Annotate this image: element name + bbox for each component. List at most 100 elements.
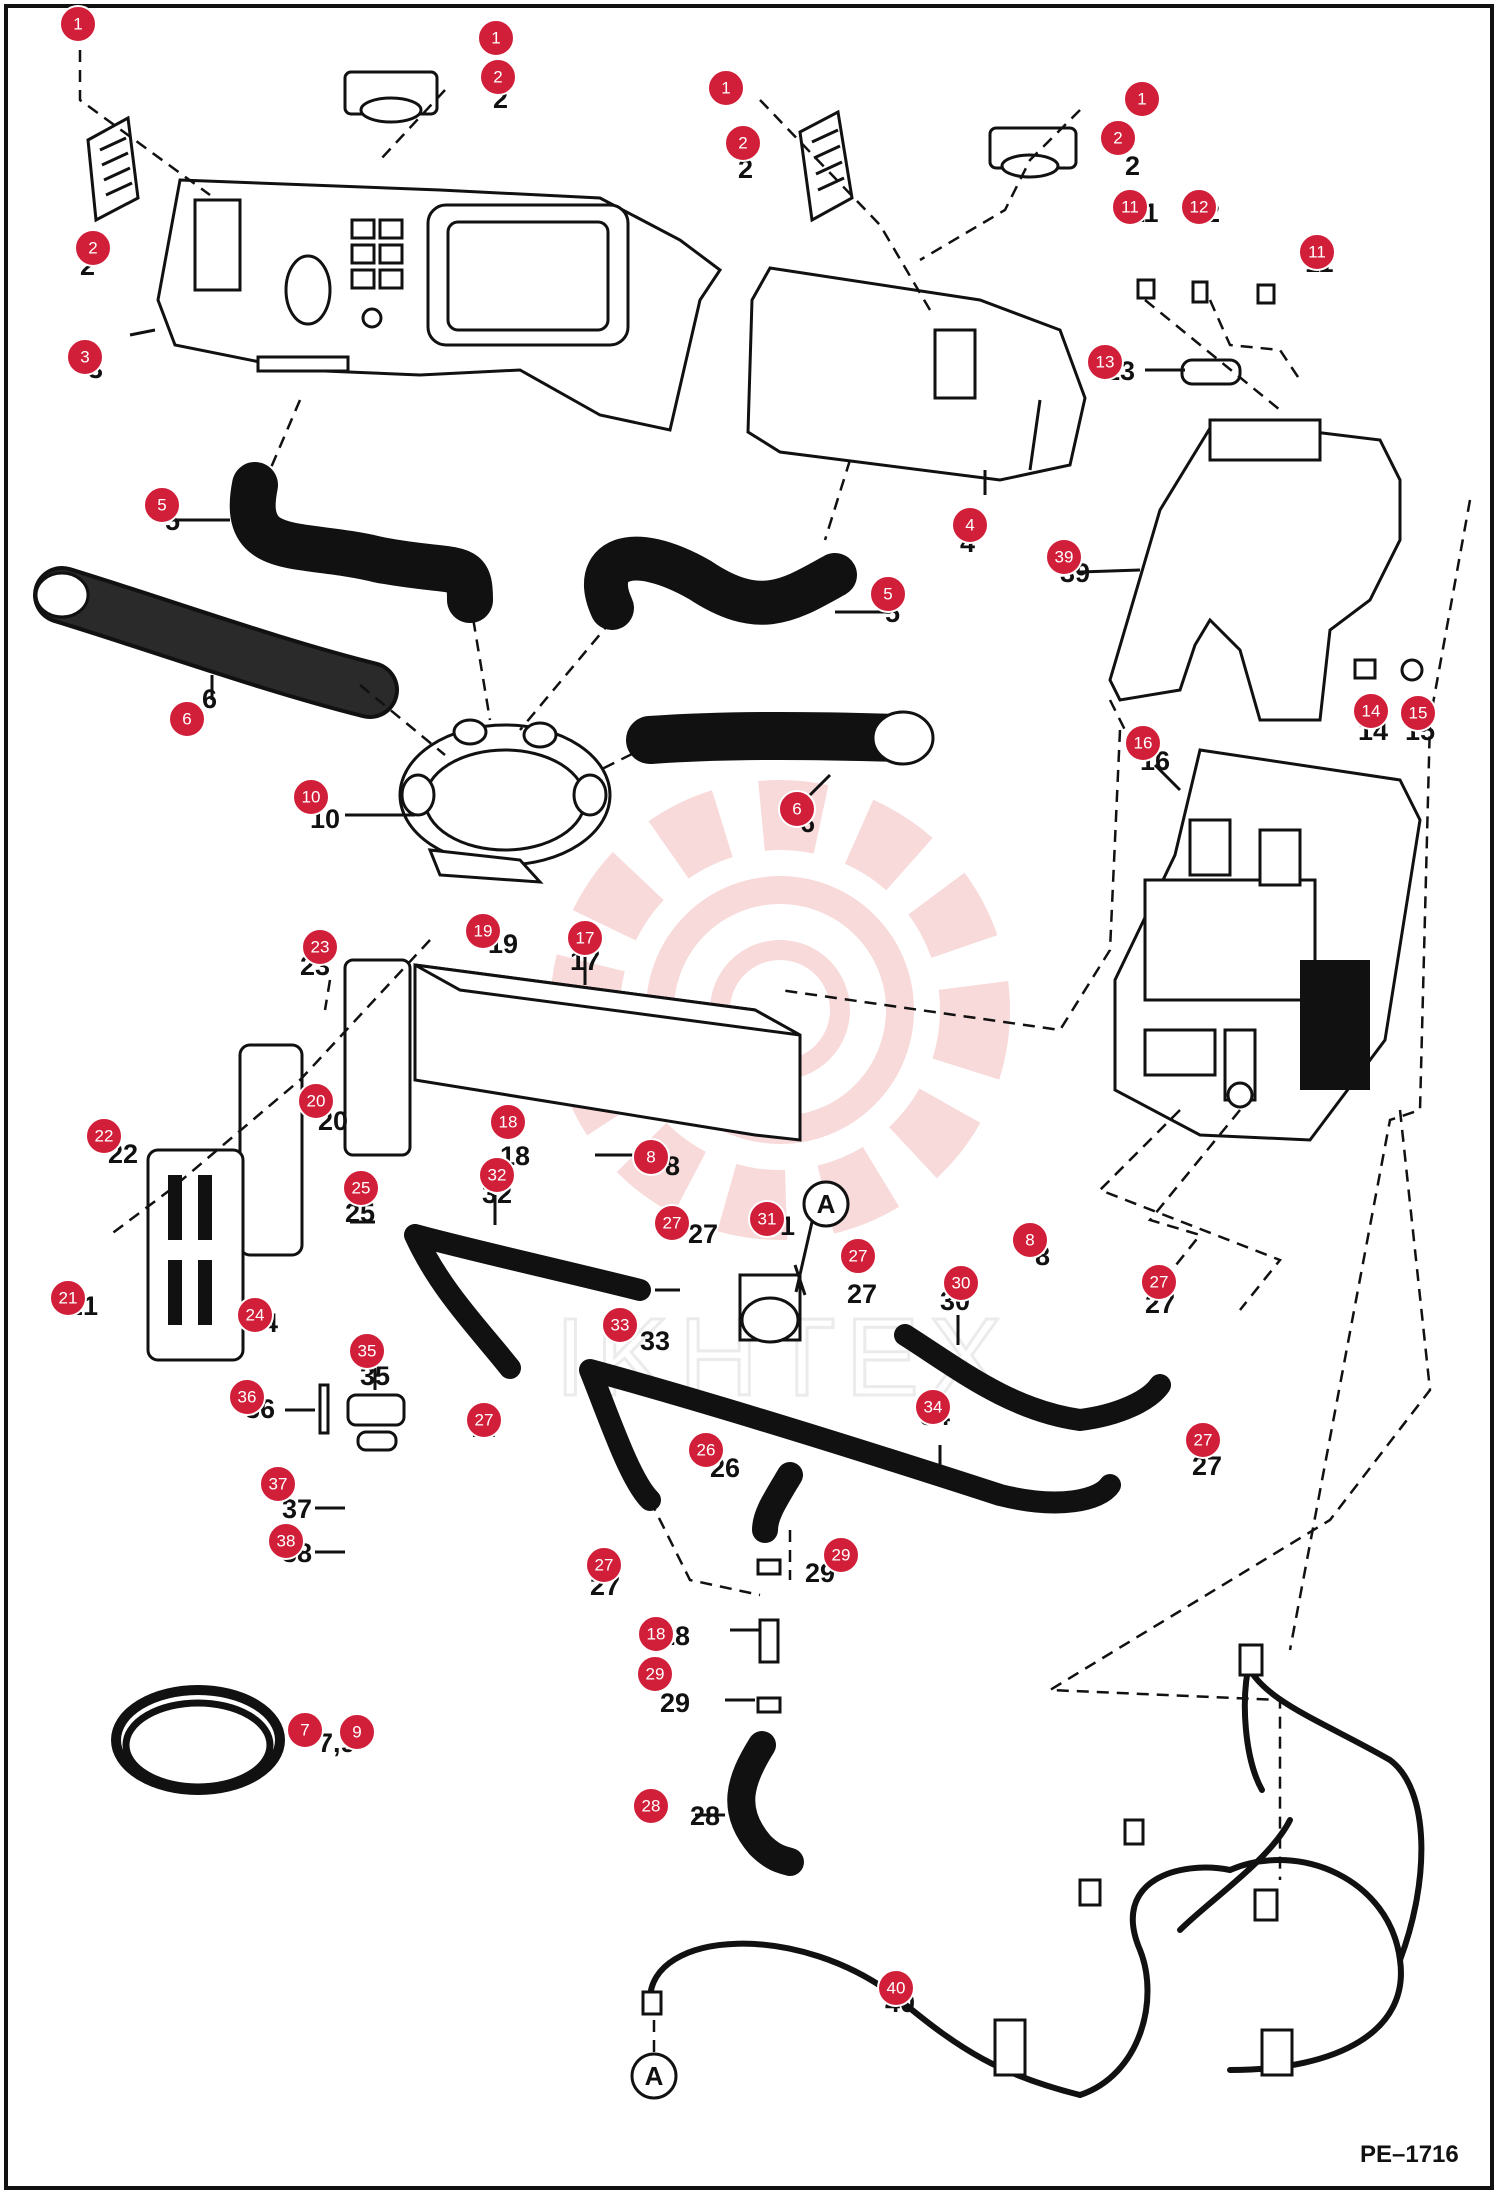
callout-badge[interactable]: 34 (914, 1388, 952, 1426)
callout-badge[interactable]: 27 (585, 1546, 623, 1584)
callout-badge[interactable]: 8 (632, 1138, 670, 1176)
callout-badge[interactable]: 2 (74, 229, 112, 267)
duct-frame-20 (343, 958, 412, 1157)
svg-text:11: 11 (1121, 198, 1139, 217)
callout-badge[interactable]: 5 (143, 486, 181, 524)
svg-text:12: 12 (1190, 198, 1209, 217)
callout-badge[interactable]: 25 (342, 1169, 380, 1207)
callout-badge[interactable]: 15 (1399, 694, 1437, 732)
callout-badge[interactable]: 4 (951, 506, 989, 544)
svg-text:5: 5 (157, 496, 166, 515)
reference-marker-bottom: A (630, 2052, 678, 2100)
callout-badge[interactable]: 20 (297, 1082, 335, 1120)
callout-badge[interactable]: 13 (1086, 343, 1124, 381)
callout-badge[interactable]: 10 (292, 778, 330, 816)
svg-text:11: 11 (1308, 243, 1326, 262)
callout-badge[interactable]: 27 (839, 1237, 877, 1275)
svg-text:31: 31 (758, 1210, 777, 1229)
vent-top-left (343, 70, 439, 124)
callout-badge[interactable]: 31 (748, 1200, 786, 1238)
callout-badge[interactable]: 1 (59, 5, 97, 43)
callout-badge[interactable]: 37 (259, 1465, 297, 1503)
svg-text:6: 6 (182, 710, 191, 729)
svg-text:8: 8 (1025, 1231, 1034, 1250)
callout-badge[interactable]: 1 (477, 19, 515, 57)
callout-badge[interactable]: 9 (338, 1713, 376, 1751)
vent-left (86, 115, 140, 223)
air-distributor (398, 718, 612, 884)
callout-badge[interactable]: 27 (1184, 1421, 1222, 1459)
callout-badge[interactable]: 38 (267, 1522, 305, 1560)
callout-badge[interactable]: 1 (707, 69, 745, 107)
callout-badge[interactable]: 18 (637, 1615, 675, 1653)
svg-text:35: 35 (358, 1342, 377, 1361)
svg-text:2: 2 (1113, 129, 1122, 148)
callout-badge[interactable]: 30 (942, 1264, 980, 1302)
svg-text:2: 2 (88, 239, 97, 258)
callout-badge[interactable]: 27 (653, 1204, 691, 1242)
callout-badge[interactable]: 17 (566, 919, 604, 957)
svg-text:27: 27 (1194, 1431, 1213, 1450)
callout-badge[interactable]: 27 (465, 1401, 503, 1439)
callout-badge[interactable]: 39 (1045, 538, 1083, 576)
heater-hose-34 (579, 1359, 1121, 1514)
callout-badge[interactable]: 33 (601, 1306, 639, 1344)
callout-badge[interactable]: 21 (49, 1279, 87, 1317)
callout-badge[interactable]: 28 (632, 1787, 670, 1825)
svg-text:A: A (817, 1189, 836, 1219)
svg-text:8: 8 (646, 1148, 655, 1167)
callout-badge[interactable]: 6 (778, 790, 816, 828)
callout-badge[interactable]: 12 (1180, 188, 1218, 226)
callout-badge[interactable]: 5 (869, 575, 907, 613)
svg-text:1: 1 (73, 15, 82, 34)
svg-text:25: 25 (352, 1179, 371, 1198)
callout-badge[interactable]: 1 (1123, 80, 1161, 118)
dash-panel-left (156, 178, 723, 432)
callout-badge[interactable]: 40 (877, 1969, 915, 2007)
svg-text:21: 21 (59, 1289, 78, 1308)
label-c27a: 27 (688, 1219, 718, 1249)
callout-badge[interactable]: 2 (479, 58, 517, 96)
callout-badge[interactable]: 2 (1099, 119, 1137, 157)
callout-badge[interactable]: 24 (236, 1296, 274, 1334)
svg-text:18: 18 (499, 1113, 518, 1132)
duct-hose-5-right (584, 536, 857, 630)
svg-text:29: 29 (832, 1546, 851, 1565)
callout-badge[interactable]: 26 (687, 1431, 725, 1469)
svg-text:1: 1 (721, 79, 730, 98)
callout-badge[interactable]: 8 (1011, 1221, 1049, 1259)
svg-text:32: 32 (488, 1166, 507, 1185)
heater-hose-32 (404, 1224, 651, 1379)
svg-text:27: 27 (595, 1556, 614, 1575)
callout-badge[interactable]: 22 (85, 1117, 123, 1155)
callout-badge[interactable]: 29 (822, 1536, 860, 1574)
callout-badge[interactable]: 2 (724, 124, 762, 162)
callout-badge[interactable]: 11 (1111, 188, 1149, 226)
callout-badge[interactable]: 36 (228, 1378, 266, 1416)
callout-badge[interactable]: 19 (464, 912, 502, 950)
svg-text:22: 22 (95, 1127, 114, 1146)
callout-badge[interactable]: 18 (489, 1103, 527, 1141)
water-valve (738, 1273, 802, 1344)
svg-text:4: 4 (965, 516, 974, 535)
callout-badge[interactable]: 23 (301, 928, 339, 966)
svg-text:3: 3 (80, 348, 89, 367)
callout-badge[interactable]: 14 (1352, 692, 1390, 730)
callout-badge[interactable]: 16 (1124, 724, 1162, 762)
callout-badge[interactable]: 7 (286, 1711, 324, 1749)
callout-badge[interactable]: 3 (66, 338, 104, 376)
svg-text:A: A (645, 2061, 664, 2091)
svg-text:17: 17 (576, 929, 595, 948)
callout-badge[interactable]: 6 (168, 700, 206, 738)
svg-text:36: 36 (238, 1388, 257, 1407)
callout-badge[interactable]: 11 (1298, 233, 1336, 271)
svg-text:15: 15 (1409, 704, 1428, 723)
part-drawings (33, 70, 1425, 2098)
callout-badge[interactable]: 32 (478, 1156, 516, 1194)
callout-badge[interactable]: 27 (1140, 1263, 1178, 1301)
callout-badge[interactable]: 35 (348, 1332, 386, 1370)
callout-badge[interactable]: 29 (636, 1655, 674, 1693)
svg-text:7: 7 (300, 1721, 309, 1740)
svg-text:33: 33 (611, 1316, 630, 1335)
